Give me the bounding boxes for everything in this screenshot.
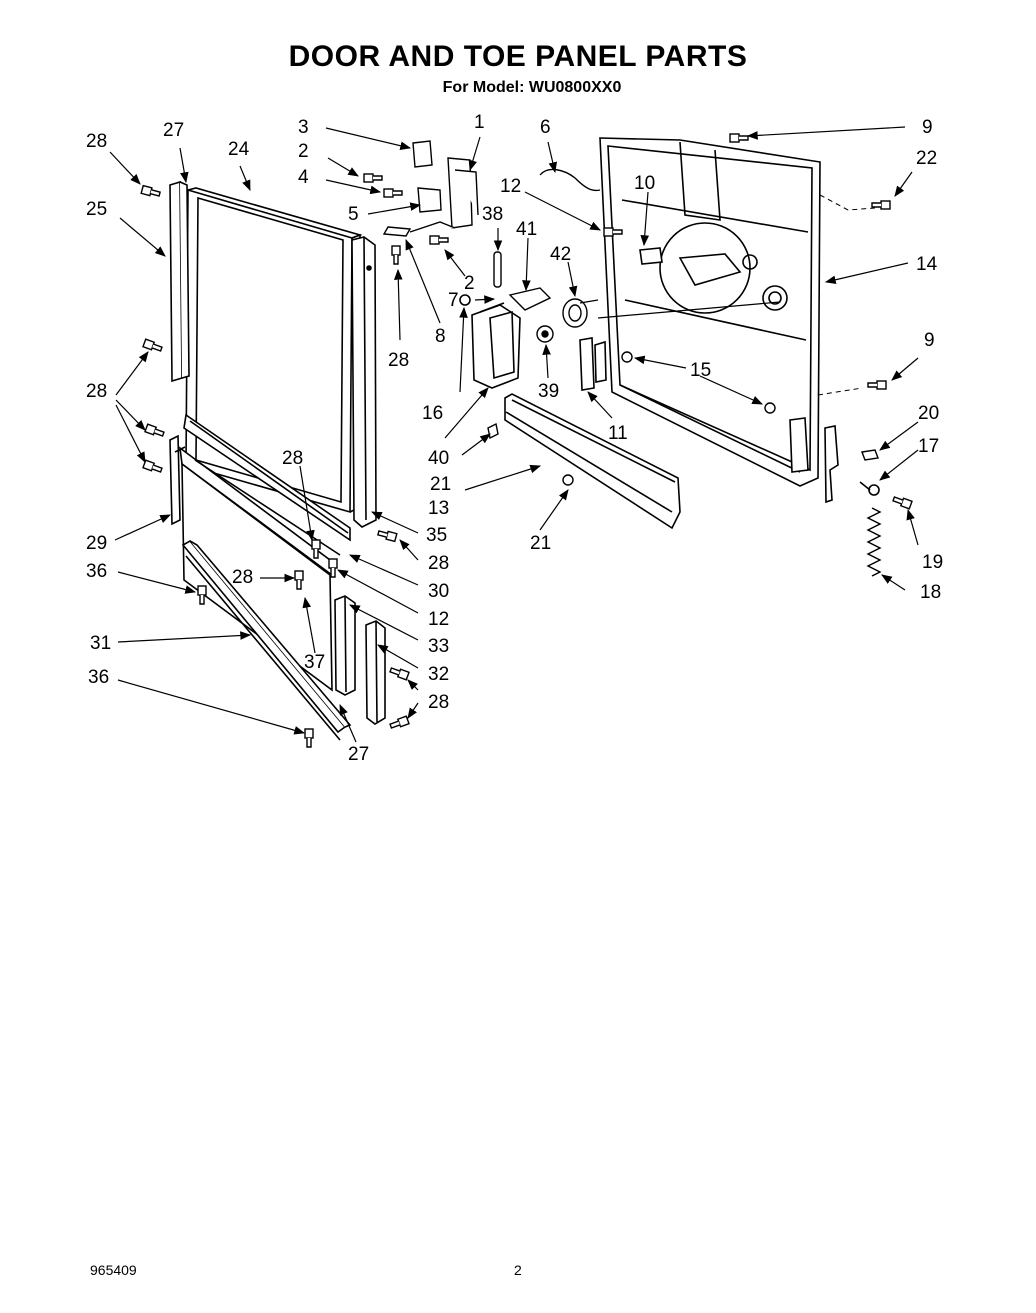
callout-1: 1	[474, 112, 485, 133]
nut-icon	[621, 351, 633, 363]
wire-harness-icon	[539, 168, 601, 192]
callout-9: 9	[924, 330, 935, 351]
door-gasket-13	[504, 393, 681, 530]
outer-door-panel	[185, 187, 363, 514]
callout-28: 28	[282, 448, 303, 469]
callout-28: 28	[388, 350, 409, 371]
screw-icon	[391, 245, 401, 265]
hinge-assembly	[363, 140, 479, 245]
screw-icon	[363, 173, 383, 183]
page-title: DOOR AND TOE PANEL PARTS	[288, 40, 748, 73]
callout-25: 25	[86, 199, 107, 220]
side-bracket-32	[365, 620, 386, 725]
callout-22: 22	[916, 148, 937, 169]
toe-panel-31	[181, 539, 352, 741]
screw-icon	[144, 423, 165, 437]
callout-13: 13	[428, 498, 449, 519]
callout-35: 35	[426, 525, 447, 546]
callout-12: 12	[500, 176, 521, 197]
callout-39: 39	[538, 381, 559, 402]
screw-fasteners-left	[140, 184, 410, 748]
callout-21: 21	[430, 474, 451, 495]
callout-7: 7	[448, 290, 459, 311]
callout-29: 29	[86, 533, 107, 554]
callout-32: 32	[428, 664, 449, 685]
callout-37: 37	[304, 652, 325, 673]
callout-28: 28	[428, 553, 449, 574]
callout-arrows	[109, 126, 919, 743]
model-label-text: For Model: WU0800XX0	[442, 79, 622, 96]
callout-12: 12	[428, 609, 449, 630]
screw-icon	[867, 380, 887, 390]
screw-icon	[197, 585, 207, 605]
callout-17: 17	[918, 436, 939, 457]
callout-28: 28	[232, 567, 253, 588]
callout-41: 41	[516, 219, 537, 240]
callout-21: 21	[530, 533, 551, 554]
clip-icon	[861, 449, 879, 461]
right-side-trim-35	[351, 236, 377, 528]
lower-access-panel-29	[169, 434, 341, 692]
callout-40: 40	[428, 448, 449, 469]
callout-16: 16	[422, 403, 443, 424]
page-number: 2	[514, 1262, 522, 1278]
screw-icon	[389, 715, 410, 729]
callout-28: 28	[86, 131, 107, 152]
screw-icon	[383, 188, 403, 198]
callout-2: 2	[464, 273, 475, 294]
callout-20: 20	[918, 403, 939, 424]
screw-icon	[892, 496, 913, 510]
callout-33: 33	[428, 636, 449, 657]
callout-11: 11	[608, 423, 628, 444]
document-number: 965409	[90, 1262, 137, 1278]
callout-15: 15	[690, 360, 711, 381]
nut-icon	[562, 474, 574, 486]
callout-24: 24	[228, 139, 250, 160]
callout-6: 6	[540, 117, 551, 138]
screw-icon	[328, 558, 338, 578]
screw-icon	[729, 133, 749, 143]
bottom-trim-strip	[183, 413, 351, 542]
callout-5: 5	[348, 204, 359, 225]
callout-28: 28	[86, 381, 107, 402]
callout-27: 27	[163, 120, 184, 141]
screw-icon	[142, 338, 163, 352]
callout-14: 14	[916, 254, 938, 275]
side-bracket-33	[334, 595, 356, 696]
screw-icon	[429, 235, 449, 245]
inner-door-14	[579, 137, 880, 504]
callout-18: 18	[920, 582, 941, 603]
callout-10: 10	[634, 173, 655, 194]
callout-36: 36	[86, 561, 107, 582]
callout-30: 30	[428, 581, 449, 602]
screw-icon	[377, 530, 398, 543]
callout-2: 2	[298, 141, 309, 162]
screw-icon	[603, 227, 623, 237]
dashed-leaders	[817, 194, 876, 396]
callout-42: 42	[550, 244, 571, 265]
screw-icon	[140, 184, 161, 197]
callout-27: 27	[348, 744, 369, 765]
detergent-dispenser-16	[459, 294, 521, 389]
screw-icon	[311, 539, 321, 559]
callout-8: 8	[435, 326, 446, 347]
screw-icon	[389, 667, 410, 681]
callout-3: 3	[298, 117, 309, 138]
callout-38: 38	[482, 204, 503, 225]
screw-icon	[142, 459, 163, 473]
callout-36: 36	[88, 667, 109, 688]
callout-4: 4	[298, 167, 309, 188]
callout-9: 9	[922, 117, 933, 138]
screw-icon	[871, 200, 891, 210]
callout-28: 28	[428, 692, 449, 713]
left-side-trim-25	[169, 180, 190, 383]
callout-19: 19	[922, 552, 943, 573]
nut-icon	[764, 402, 776, 414]
model-label: For Model: WU0800XX0	[0, 79, 1036, 97]
callout-labels: 3 1 6 9 28 27 24 2 22 4 12 10 25 5 38 41…	[86, 112, 943, 765]
screw-icon	[304, 728, 314, 748]
callout-31: 31	[90, 633, 111, 654]
door-spring-18	[866, 507, 882, 577]
